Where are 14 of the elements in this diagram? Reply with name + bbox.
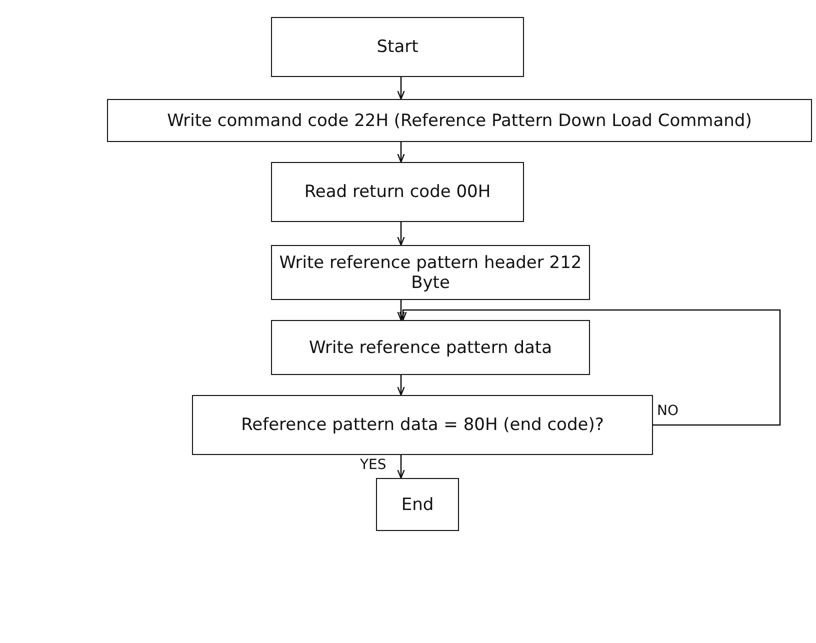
arrow [397,455,405,479]
arrow [399,309,781,426]
arrow [397,77,405,100]
process-box: Write reference pattern header 212 Byte [271,245,590,300]
terminal-box: End [376,478,459,531]
process-box: Write command code 22H (Reference Pattern Down Load Command) [107,99,812,142]
terminal-box: Start [271,17,524,77]
decision-box: Reference pattern data = 80H (end code)? [192,395,653,455]
arrow [397,142,405,163]
process-box: Read return code 00H [271,162,524,222]
arrow [397,375,405,396]
arrow [397,300,405,321]
process-box: Write reference pattern data [271,320,590,375]
arrow [397,222,405,246]
